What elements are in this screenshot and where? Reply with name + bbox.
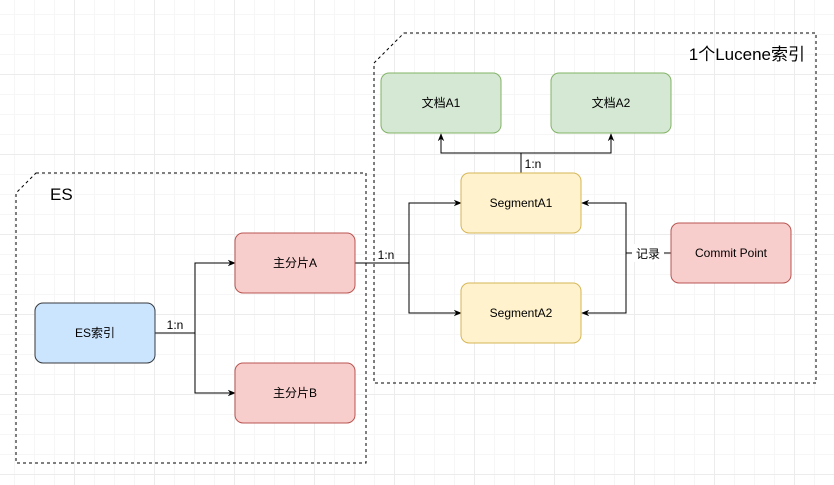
edge-label-shard-segments: 1:n [378,248,395,262]
lucene-group-title: 1个Lucene索引 [689,45,805,64]
node-shard-a[interactable]: 主分片A [234,232,356,294]
lucene-group[interactable]: 1个Lucene索引 [373,32,817,384]
edge-shard-to-segments: 1:n [355,199,462,317]
edge-label-es-shards: 1:n [167,318,184,332]
edge-segment-to-docs: 1:n [437,133,615,173]
node-doc-a2[interactable]: 文档A2 [550,72,672,134]
node-doc-a1-label: 文档A1 [422,95,461,110]
es-group-title: ES [50,185,73,204]
node-shard-b[interactable]: 主分片B [234,362,356,424]
node-segment-a1[interactable]: SegmentA1 [460,172,582,234]
node-segment-a2[interactable]: SegmentA2 [460,282,582,344]
edge-commit-to-segments: 记录 [581,199,671,317]
node-segment-a1-label: SegmentA1 [490,196,553,210]
node-commit-point[interactable]: Commit Point [670,222,792,284]
edge-label-bg [632,244,664,262]
edge-es-to-shards: 1:n [155,259,236,397]
es-group[interactable]: ES [15,172,367,464]
node-shard-a-label: 主分片A [273,256,317,270]
node-shard-b-label: 主分片B [273,386,317,400]
node-doc-a2-label: 文档A2 [592,95,631,110]
node-doc-a1[interactable]: 文档A1 [380,72,502,134]
node-segment-a2-label: SegmentA2 [490,306,553,320]
edge-label-segment-docs: 1:n [525,157,542,171]
node-es-index-label: ES索引 [75,326,115,340]
edge-label-commit-segments: 记录 [636,247,660,261]
node-es-index[interactable]: ES索引 [34,302,156,364]
node-commit-point-label: Commit Point [695,246,768,260]
